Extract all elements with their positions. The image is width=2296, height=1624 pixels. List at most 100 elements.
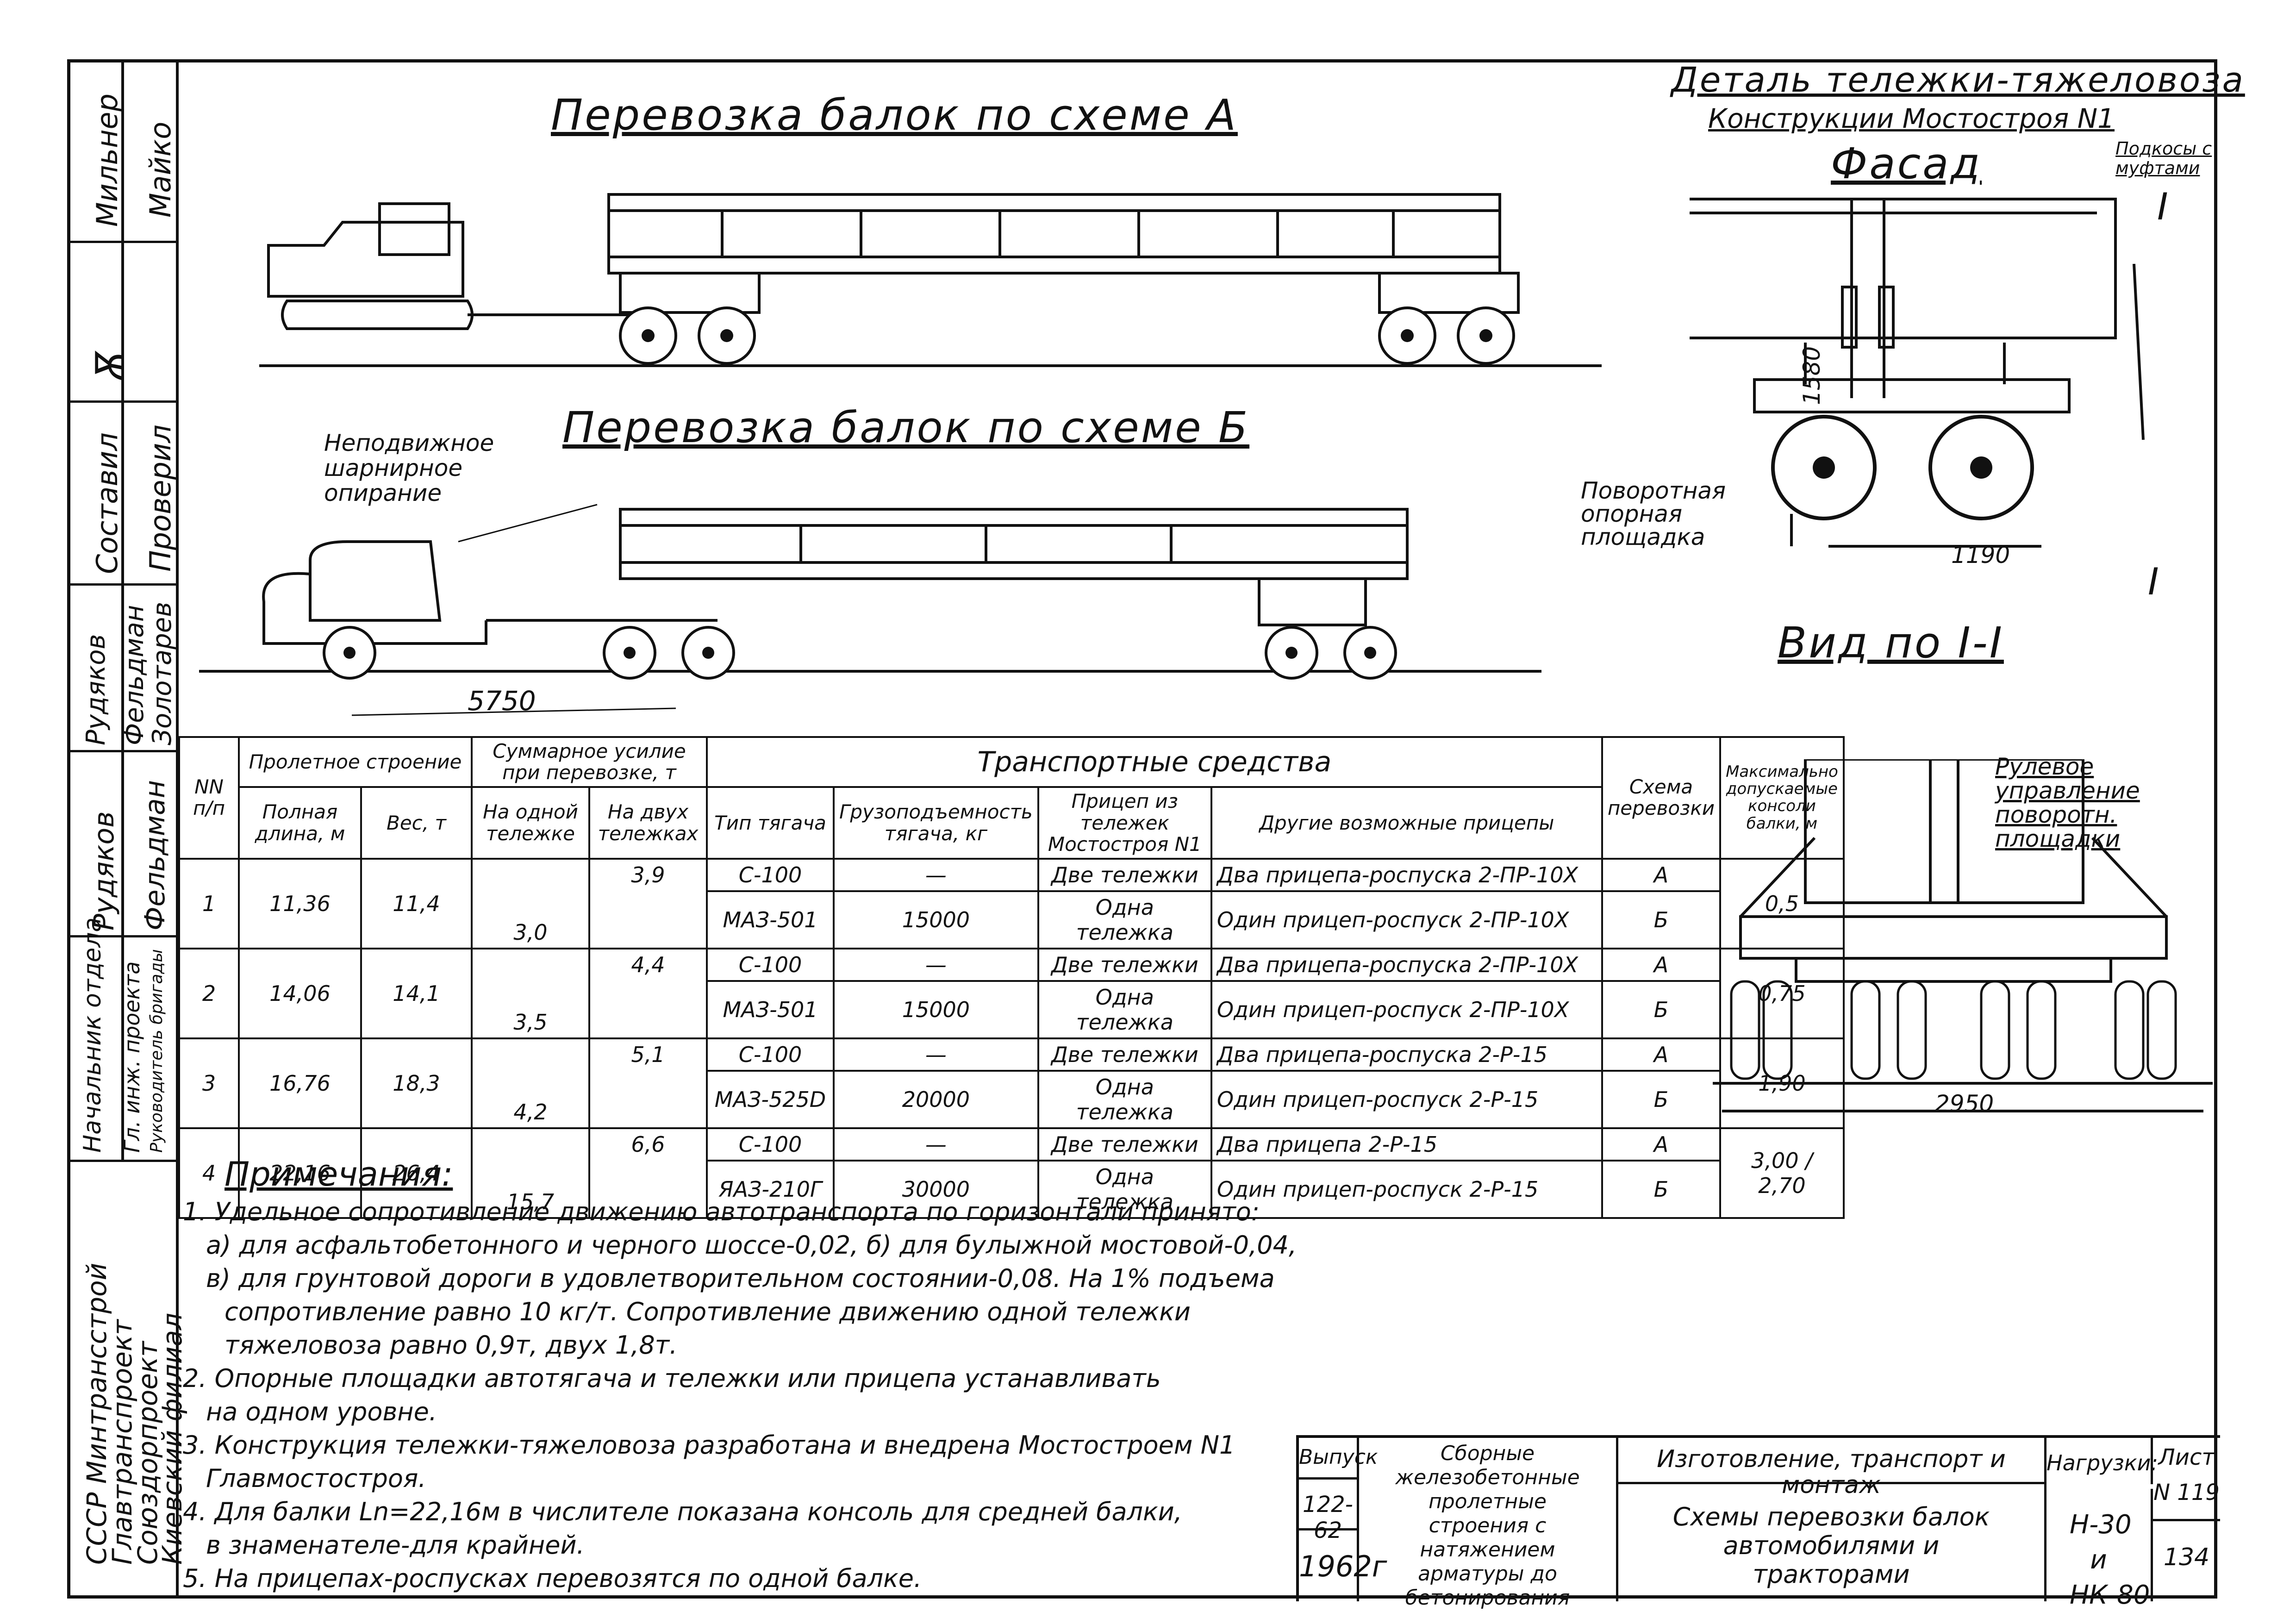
cell-capacity: — <box>833 1037 1039 1072</box>
col-other: Другие возможные прицепы <box>1210 786 1603 860</box>
stamp-section: Изготовление, транспорт и монтаж <box>1618 1438 2046 1498</box>
cell-one: 15,7 <box>471 1127 590 1219</box>
side-rule <box>67 1160 176 1162</box>
dim-1580: 1580 <box>1798 346 1825 405</box>
section-mark-top: I <box>2157 185 2168 228</box>
table-row: ЯАЗ-210Г 30000 Одна тележка Один прицеп-… <box>179 1159 1844 1219</box>
note-line: тяжеловоза равно 0,9т, двух 1,8т. <box>225 1330 678 1360</box>
note-line: 2. Опорные площадки автотягача и тележки… <box>183 1364 1161 1393</box>
stamp-sheet-no: N 119 <box>2153 1475 2220 1521</box>
side-signature: Рудяков <box>88 811 120 931</box>
cell-tractor: МАЗ-501 <box>706 890 835 949</box>
cell-scheme: Б <box>1601 890 1722 949</box>
cell-other: Один прицеп-роспуск 2-ПР-10Х <box>1210 890 1603 949</box>
section-mark-bottom: I <box>2148 560 2159 603</box>
cell-two: 6,6 <box>588 1127 708 1219</box>
col-capacity: Грузоподъемность тягача, кг <box>833 786 1039 860</box>
col-force-group: Суммарное усилие при перевозке, т <box>471 736 708 788</box>
cell-weight: 11,4 <box>360 857 473 949</box>
side-role: Составил <box>90 432 124 574</box>
detail-subtitle: Конструкции Мостостроя N1 <box>1708 103 2115 134</box>
table-row: МАЗ-525D 20000 Одна тележка Один прицеп-… <box>179 1069 1844 1129</box>
cell-other: Два прицепа-роспуска 2-Р-15 <box>1210 1037 1603 1072</box>
side-name: Мильнер <box>90 94 124 227</box>
cell-capacity: — <box>833 857 1039 892</box>
steering-label: Рулевое управление поворотн. площадки <box>1995 753 2140 852</box>
cell-length: 14,06 <box>238 947 362 1039</box>
note-line: в) для грунтовой дороги в удовлетворител… <box>206 1264 1275 1293</box>
cell-length: 22,16 <box>238 1127 362 1219</box>
cell-two: 4,4 <box>588 947 708 1039</box>
note-line: а) для асфальтобетонного и черного шоссе… <box>206 1230 1297 1260</box>
cell-other: Два прицепа 2-Р-15 <box>1210 1127 1603 1162</box>
cell-one: 4,2 <box>471 1037 590 1129</box>
cell-one: 3,0 <box>471 857 590 949</box>
dim-1190: 1190 <box>1951 542 2010 568</box>
note-line: в знаменателе-для крайней. <box>206 1530 585 1560</box>
dim-5750: 5750 <box>468 685 536 717</box>
col-length: Полная длина, м <box>238 786 362 860</box>
stamp-issue: 122-62 <box>1299 1480 1359 1543</box>
cell-n: 1 <box>178 857 240 949</box>
side-name: Рудяков <box>81 634 111 745</box>
scheme-b-drawing <box>199 504 1541 716</box>
stamp-loads: Н-30 и НК-80 <box>2046 1489 2153 1610</box>
dim-2950: 2950 <box>1935 1090 1994 1117</box>
table-header-row: NN п/п Пролетное строение Суммарное усил… <box>178 736 1845 860</box>
cell-other: Два прицепа-роспуска 2-ПР-10Х <box>1210 947 1603 982</box>
cell-n: 3 <box>178 1037 240 1129</box>
cell-scheme: А <box>1601 857 1722 892</box>
table-row: 4 22,16 26,4 15,7 6,6 С-100 — Две тележк… <box>178 1127 1845 1219</box>
side-rule <box>67 750 176 752</box>
note-line: 5. На прицепах-роспусках перевозятся по … <box>183 1564 922 1593</box>
cell-capacity: — <box>833 947 1039 982</box>
note-line: на одном уровне. <box>206 1397 437 1426</box>
facade-title: Фасад <box>1831 139 1982 188</box>
table-row: 1 11,36 11,4 3,0 3,9 С-100 — Две тележки… <box>178 857 1845 949</box>
col-nn: NN п/п <box>178 736 240 860</box>
cell-length: 11,36 <box>238 857 362 949</box>
note-line: 4. Для балки Ln=22,16м в числителе показ… <box>183 1497 1182 1526</box>
col-trailer: Прицеп из тележек Мостостроя N1 <box>1037 786 1212 860</box>
cell-trailer: Одна тележка <box>1037 1069 1212 1129</box>
cell-trailer: Одна тележка <box>1037 890 1212 949</box>
cell-tractor: С-100 <box>706 1127 835 1162</box>
side-name: Майко <box>144 121 177 218</box>
cell-scheme: А <box>1601 947 1722 982</box>
cell-trailer: Одна тележка <box>1037 980 1212 1039</box>
cell-max: 3,00 / 2,70 <box>1719 1127 1845 1219</box>
side-signature: Фельдман <box>139 780 171 931</box>
side-rule <box>67 241 176 243</box>
note-line: сопротивление равно 10 кг/т. Сопротивлен… <box>225 1297 1191 1326</box>
cell-one: 3,5 <box>471 947 590 1039</box>
cell-max: 1,90 <box>1719 1037 1845 1129</box>
stamp-year: 1962г <box>1299 1530 1387 1601</box>
cell-other: Два прицепа-роспуска 2-ПР-10Х <box>1210 857 1603 892</box>
title-block: Выпуск 122-62 1962г Сборные железобетонн… <box>1296 1435 2220 1610</box>
table-row: 3 16,76 18,3 4,2 5,1 С-100 — Две тележки… <box>178 1037 1845 1129</box>
cell-weight: 14,1 <box>360 947 473 1039</box>
table-row: МАЗ-501 15000 Одна тележка Один прицеп-р… <box>179 980 1844 1039</box>
cell-tractor: С-100 <box>706 947 835 982</box>
cell-other: Один прицеп-роспуск 2-Р-15 <box>1210 1069 1603 1129</box>
drawing-frame <box>67 59 2217 1599</box>
stamp-sheet-title: Схемы перевозки балок автомобилями и тра… <box>1618 1484 2046 1601</box>
side-rule <box>67 583 176 586</box>
cell-two: 5,1 <box>588 1037 708 1129</box>
note-line: 3. Конструкция тележки-тяжеловоза разраб… <box>183 1430 1235 1460</box>
cell-capacity: 15000 <box>833 980 1039 1039</box>
col-weight: Вес, т <box>360 786 473 860</box>
side-position: Гл. инж. проекта <box>119 961 144 1153</box>
scheme-a-title: Перевозка балок по схеме А <box>551 90 1238 140</box>
cell-tractor: МАЗ-501 <box>706 980 835 1039</box>
cell-weight: 26,4 <box>360 1127 473 1219</box>
side-column <box>67 59 179 1599</box>
side-name: Фельдман <box>119 605 150 745</box>
side-signature: Ѫ <box>88 350 131 380</box>
cell-scheme: Б <box>1601 980 1722 1039</box>
scheme-a-drawing <box>259 193 1602 367</box>
cell-trailer: Две тележки <box>1037 947 1212 982</box>
cell-capacity: 20000 <box>833 1069 1039 1129</box>
stamp-loads-label: Нагрузки: <box>2046 1438 2158 1484</box>
stamp-page: 134 <box>2163 1543 2210 1571</box>
